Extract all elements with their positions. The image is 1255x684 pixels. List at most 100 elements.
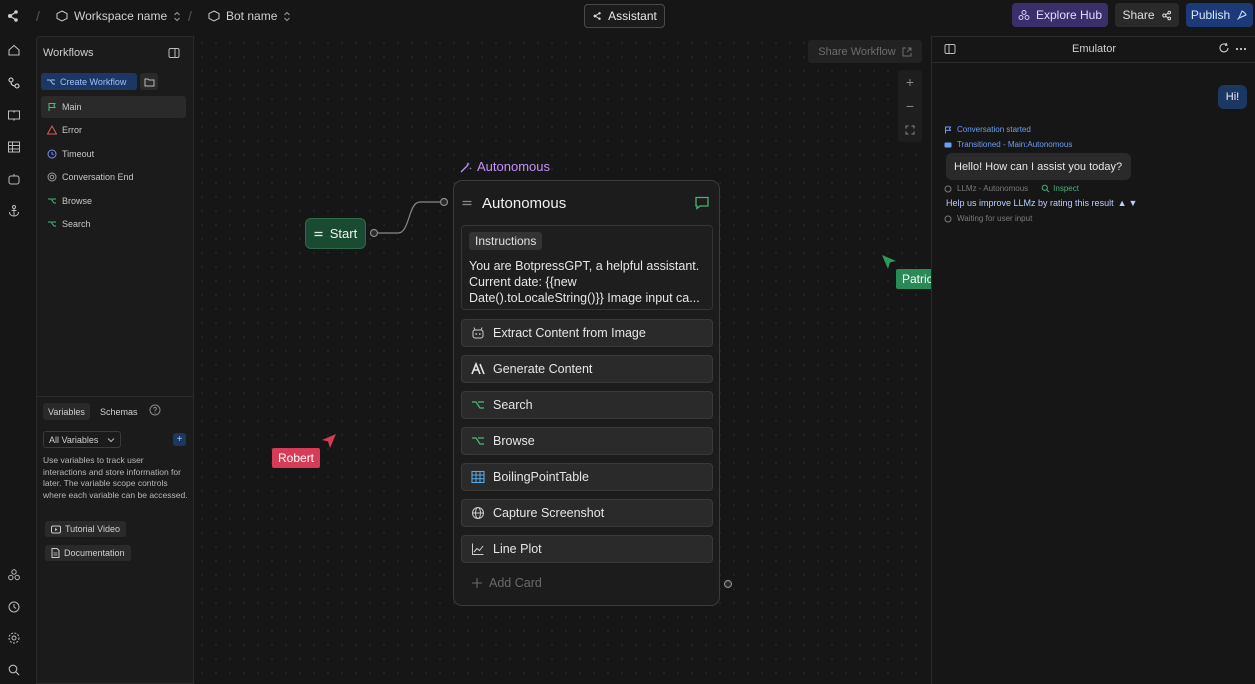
collapse-panel-icon[interactable] <box>944 43 956 55</box>
warning-icon <box>47 125 57 135</box>
add-card-button[interactable]: Add Card <box>471 576 542 590</box>
new-folder-button[interactable] <box>140 73 158 90</box>
inspect-link[interactable]: Inspect <box>1041 184 1079 193</box>
workflow-item-main[interactable]: Main <box>41 96 186 118</box>
share-nodes-icon <box>1161 10 1171 20</box>
card-generate-content[interactable]: Generate Content <box>461 355 713 383</box>
tab-variables[interactable]: Variables <box>43 403 90 420</box>
cube-icon <box>208 10 220 22</box>
bot-name: Bot name <box>226 9 278 23</box>
share-workflow-button[interactable]: Share Workflow <box>808 40 922 63</box>
card-label: Search <box>493 398 533 412</box>
variables-filter-select[interactable]: All Variables <box>43 431 121 448</box>
search-icon[interactable] <box>7 663 21 677</box>
create-workflow-button[interactable]: Create Workflow <box>41 73 137 90</box>
tutorial-video-button[interactable]: Tutorial Video <box>45 521 127 537</box>
robot-icon[interactable] <box>7 172 21 186</box>
workflow-item-label: Browse <box>62 196 93 206</box>
branch-icon <box>472 401 484 409</box>
card-browse[interactable]: Browse <box>461 427 713 455</box>
magnifier-icon <box>1041 184 1050 193</box>
workspace-selector[interactable]: Workspace name <box>56 9 181 23</box>
autonomous-node-header[interactable]: Autonomous <box>462 193 712 213</box>
workflow-icon[interactable] <box>7 76 21 90</box>
transition-icon <box>944 142 952 147</box>
video-icon <box>51 525 61 533</box>
workflow-item-error[interactable]: Error <box>41 119 186 141</box>
zoom-in-button[interactable]: + <box>905 74 915 90</box>
plus-icon <box>472 578 482 588</box>
ai-icon <box>471 362 485 375</box>
zoom-out-button[interactable]: − <box>905 98 915 114</box>
start-node[interactable]: Start <box>305 218 366 249</box>
waiting-status: Waiting for user input <box>944 214 1032 223</box>
card-search[interactable]: Search <box>461 391 713 419</box>
cube-icon <box>56 10 68 22</box>
table-icon <box>471 470 485 484</box>
instructions-box[interactable]: Instructions You are BotpressGPT, a help… <box>461 225 713 310</box>
hub-icon[interactable] <box>7 568 21 582</box>
thumbs-down-icon[interactable]: ▼ <box>1128 198 1138 208</box>
workspace-name: Workspace name <box>74 9 168 23</box>
folder-icon <box>144 78 154 86</box>
card-boiling-point-table[interactable]: BoilingPointTable <box>461 463 713 491</box>
tab-schemas[interactable]: Schemas <box>100 406 138 417</box>
add-variable-button[interactable]: + <box>173 433 186 446</box>
book-icon[interactable] <box>7 108 21 122</box>
branch-icon <box>472 437 484 445</box>
card-extract-content[interactable]: Extract Content from Image <box>461 319 713 347</box>
collapse-panel-icon[interactable] <box>168 47 180 59</box>
anchor-icon[interactable] <box>7 204 21 218</box>
autonomous-node[interactable]: Autonomous Instructions You are Botpress… <box>453 180 720 606</box>
fit-view-button[interactable] <box>898 118 922 142</box>
card-line-plot[interactable]: Line Plot <box>461 535 713 563</box>
flag-icon <box>48 103 56 111</box>
gear-icon[interactable] <box>7 631 21 645</box>
collaborator-tag-robert: Robert <box>272 448 321 468</box>
zoom-controls: + − <box>898 70 922 142</box>
bot-selector[interactable]: Bot name <box>208 9 291 23</box>
home-icon[interactable] <box>7 43 21 57</box>
workflow-item-search[interactable]: Search <box>41 213 186 235</box>
share-nodes-icon[interactable] <box>6 9 20 23</box>
hub-icon <box>1018 10 1030 20</box>
workflow-item-conversation-end[interactable]: Conversation End <box>41 166 186 188</box>
assistant-label: Assistant <box>608 9 657 23</box>
branch-icon <box>47 79 55 84</box>
share-button[interactable]: Share <box>1115 3 1179 27</box>
waiting-label: Waiting for user input <box>957 214 1033 223</box>
breadcrumb-separator: / <box>36 8 40 24</box>
chat-icon[interactable] <box>694 195 710 211</box>
documentation-button[interactable]: Documentation <box>45 545 131 561</box>
publish-button[interactable]: Publish <box>1186 3 1253 27</box>
emulator-panel: Emulator Hi! Conversation started Transi… <box>931 36 1255 684</box>
event-transitioned: Transitioned - Main:Autonomous <box>944 140 1072 149</box>
add-card-label: Add Card <box>489 576 542 590</box>
publish-label: Publish <box>1190 8 1231 22</box>
table-icon[interactable] <box>7 140 21 154</box>
thumbs-up-icon[interactable]: ▲ <box>1117 198 1127 208</box>
more-options-icon[interactable] <box>1235 47 1247 51</box>
globe-icon <box>472 507 484 519</box>
workflows-panel: Workflows Create Workflow Main Error Tim… <box>36 36 194 684</box>
card-capture-screenshot[interactable]: Capture Screenshot <box>461 499 713 527</box>
workflow-item-timeout[interactable]: Timeout <box>41 143 186 165</box>
history-icon[interactable] <box>7 600 21 614</box>
assistant-button[interactable]: Assistant <box>584 4 665 28</box>
share-nodes-icon <box>593 12 601 20</box>
event-label: Transitioned - Main:Autonomous <box>957 140 1073 149</box>
drag-handle-icon[interactable] <box>462 199 472 207</box>
emulator-title: Emulator <box>1071 43 1117 55</box>
end-icon <box>47 172 57 182</box>
card-label: BoilingPointTable <box>493 470 589 484</box>
documentation-label: Documentation <box>64 548 125 558</box>
help-icon[interactable] <box>149 404 161 416</box>
explore-hub-button[interactable]: Explore Hub <box>1012 3 1108 27</box>
line-chart-icon <box>472 543 484 555</box>
rocket-icon <box>1237 10 1247 20</box>
inspect-label: Inspect <box>1053 184 1079 193</box>
refresh-icon[interactable] <box>1218 42 1230 54</box>
workflow-item-browse[interactable]: Browse <box>41 190 186 212</box>
variables-description: Use variables to track user interactions… <box>43 455 188 501</box>
expand-icon <box>905 125 915 135</box>
